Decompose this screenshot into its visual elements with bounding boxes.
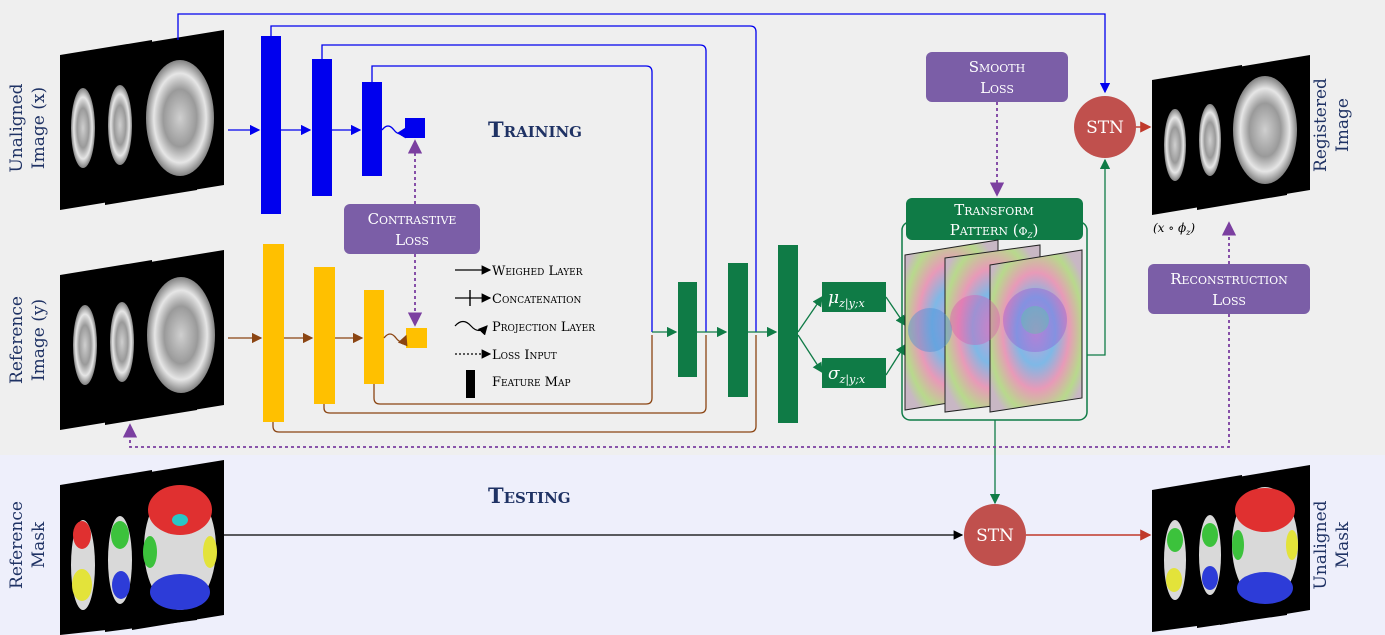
training-panel xyxy=(0,0,1385,455)
svg-text:Loss: Loss xyxy=(395,231,429,249)
blue-encoder xyxy=(261,36,425,214)
green-decoder xyxy=(678,245,798,423)
yellow-embedding xyxy=(406,328,427,348)
brown-connections xyxy=(228,332,757,433)
yellow-feature-map-3 xyxy=(364,290,384,384)
blue-embedding xyxy=(405,118,425,138)
svg-text:Image (x): Image (x) xyxy=(29,87,49,169)
svg-text:μz|y;x: μz|y;x xyxy=(828,288,865,311)
yellow-feature-map-2 xyxy=(314,267,335,404)
svg-text:Image: Image xyxy=(1333,98,1353,152)
svg-text:Feature Map: Feature Map xyxy=(492,375,571,390)
svg-text:Pattern (ϕz): Pattern (ϕz) xyxy=(950,221,1039,241)
reference-mask-stack xyxy=(60,460,224,635)
svg-text:Reconstruction: Reconstruction xyxy=(1170,270,1288,288)
registered-caption: (x ∘ ϕz) xyxy=(1153,221,1195,237)
yellow-feature-map-1 xyxy=(263,244,284,422)
loss-input-arrows xyxy=(122,102,1237,448)
reference-image-label: Reference Image (y) xyxy=(7,296,49,384)
reference-image-stack xyxy=(60,250,224,430)
smooth-loss-box: Smooth Loss xyxy=(926,52,1068,102)
yellow-encoder xyxy=(263,244,427,422)
svg-text:Image (y): Image (y) xyxy=(29,299,49,381)
svg-text:Concatenation: Concatenation xyxy=(492,292,581,307)
blue-feature-map-2 xyxy=(312,59,332,196)
svg-text:Mask: Mask xyxy=(29,521,49,568)
reference-mask-label: Reference Mask xyxy=(7,501,49,589)
mu-box: μz|y;x xyxy=(822,282,886,312)
unaligned-image-stack xyxy=(60,30,224,210)
svg-text:Unaligned: Unaligned xyxy=(7,83,27,172)
svg-text:Registered: Registered xyxy=(1311,78,1331,172)
svg-text:Loss: Loss xyxy=(980,79,1014,97)
stn-node-testing: STN xyxy=(964,504,1026,566)
training-title: Training xyxy=(488,117,582,142)
green-feature-map-1 xyxy=(678,282,697,377)
contrastive-loss-box: Contrastive Loss xyxy=(344,204,480,254)
blue-feature-map-3 xyxy=(362,82,382,176)
svg-text:Loss Input: Loss Input xyxy=(492,348,557,363)
testing-title: Testing xyxy=(488,483,571,508)
svg-text:Projection Layer: Projection Layer xyxy=(492,320,595,335)
unaligned-mask-stack xyxy=(1152,465,1310,632)
registered-image-stack xyxy=(1152,55,1310,215)
sigma-box: σz|y;x xyxy=(822,358,886,388)
svg-text:Smooth: Smooth xyxy=(969,58,1026,76)
blue-connections xyxy=(177,13,1111,332)
svg-text:Contrastive: Contrastive xyxy=(368,210,457,228)
stn-node-training: STN xyxy=(1074,96,1136,158)
green-feature-map-3 xyxy=(778,245,798,423)
svg-text:σz|y;x: σz|y;x xyxy=(828,364,866,387)
svg-text:Unaligned: Unaligned xyxy=(1311,500,1331,589)
svg-text:STN: STN xyxy=(976,526,1014,546)
legend: Weighed Layer Concatenation Projection L… xyxy=(454,264,595,398)
blue-feature-map-1 xyxy=(261,36,281,214)
svg-text:Transform: Transform xyxy=(954,201,1034,219)
unaligned-image-label: Unaligned Image (x) xyxy=(7,83,49,172)
reconstruction-loss-box: Reconstruction Loss xyxy=(1148,264,1310,314)
registered-image-label: Registered Image xyxy=(1311,78,1353,172)
svg-text:Loss: Loss xyxy=(1212,291,1246,309)
svg-text:STN: STN xyxy=(1086,118,1124,138)
svg-text:Reference: Reference xyxy=(7,501,27,589)
svg-text:Reference: Reference xyxy=(7,296,27,384)
svg-text:Mask: Mask xyxy=(1333,521,1353,568)
green-feature-map-2 xyxy=(728,263,748,397)
unaligned-mask-label: Unaligned Mask xyxy=(1311,500,1353,589)
svg-text:Weighed Layer: Weighed Layer xyxy=(492,264,583,279)
transform-pattern-panel: Transform Pattern (ϕz) xyxy=(901,198,1088,421)
